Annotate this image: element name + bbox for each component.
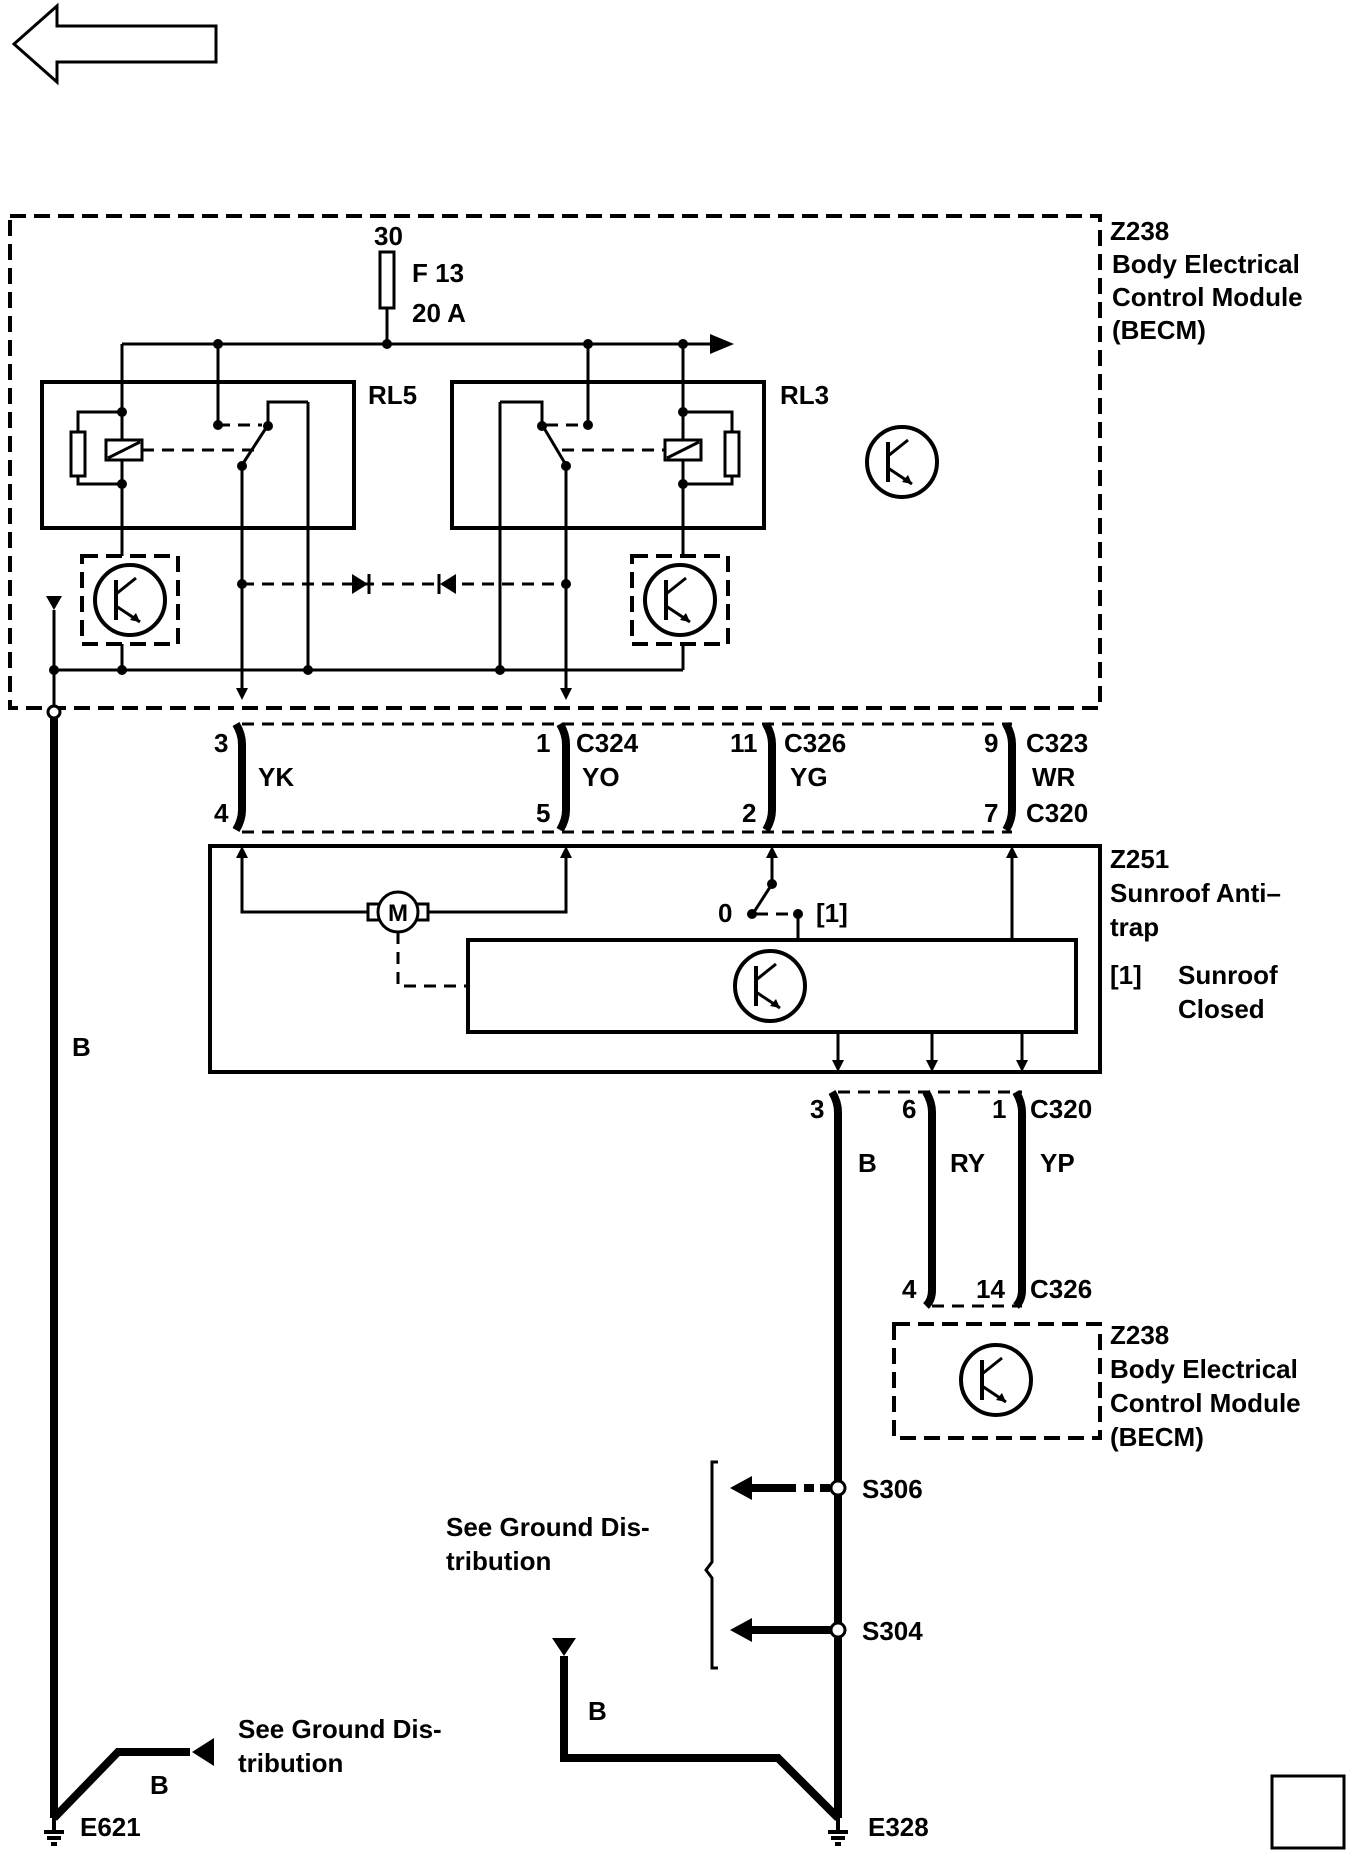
ground-e328-icon xyxy=(826,1816,850,1846)
becm-top-name-line3: (BECM) xyxy=(1112,315,1206,345)
conn-d-pin-top: 9 xyxy=(984,728,998,758)
diode-left-icon xyxy=(352,574,371,594)
splice-s304-label: S304 xyxy=(862,1616,923,1646)
conn-c320-bottom-label: C320 xyxy=(1030,1094,1092,1124)
antitrap-transistor-icon xyxy=(733,949,807,1023)
relay-rl5-label: RL5 xyxy=(368,380,417,410)
note-line2: Closed xyxy=(1178,994,1265,1024)
conn-bottom-pin-14: 14 xyxy=(976,1274,1005,1304)
antitrap-module-box xyxy=(208,844,1102,1074)
conn-c323-label: C323 xyxy=(1026,728,1088,758)
conn-bottom-pin-6: 6 xyxy=(902,1094,916,1124)
becm-bottom-code: Z238 xyxy=(1110,1320,1169,1350)
fuse-name: F 13 xyxy=(412,258,464,288)
diode-right-icon xyxy=(437,574,456,594)
right-ground-branch-arrow-icon xyxy=(552,1638,576,1656)
conn-bottom-pin-1: 1 xyxy=(992,1094,1006,1124)
becm-bottom-name-line3: (BECM) xyxy=(1110,1422,1204,1452)
splice-s306-node xyxy=(829,1479,847,1497)
becm-top-module-box xyxy=(8,214,1102,710)
fuse-icon xyxy=(378,250,396,310)
rl3-driver-box xyxy=(630,554,730,646)
antitrap-name-line1: Sunroof Anti– xyxy=(1110,878,1281,908)
conn-d-pin-bottom: 7 xyxy=(984,798,998,828)
left-wire-label: B xyxy=(72,1032,91,1062)
back-arrow-icon[interactable] xyxy=(11,2,218,86)
rl3-driver-transistor-icon xyxy=(643,563,717,637)
splice-s304-node xyxy=(829,1621,847,1639)
wire-yk-label: YK xyxy=(258,762,294,792)
conn-bottom-pin-3: 3 xyxy=(810,1094,824,1124)
becm-bottom-name-line1: Body Electrical xyxy=(1110,1354,1298,1384)
relay-rl3-box xyxy=(450,380,766,530)
rl3-resistor-icon xyxy=(723,430,741,478)
conn-c326-bottom-label: C326 xyxy=(1030,1274,1092,1304)
conn-c320-top-label: C320 xyxy=(1026,798,1088,828)
splice-s306-arrow-icon xyxy=(730,1476,752,1500)
becm-top-code: Z238 xyxy=(1110,216,1169,246)
wire-yp-label: YP xyxy=(1040,1148,1075,1178)
left-branch-wire-label: B xyxy=(150,1770,169,1800)
conn-a-pin-top: 3 xyxy=(214,728,228,758)
splice-s304-arrow-icon xyxy=(730,1618,752,1642)
wire-ry-label: RY xyxy=(950,1148,985,1178)
motor-icon: M xyxy=(366,890,430,934)
left-ground-dist-arrow-icon xyxy=(192,1738,214,1766)
ground-e328-label: E328 xyxy=(868,1812,929,1842)
bus-continuation-arrow-icon xyxy=(710,334,734,354)
relay-rl3-label: RL3 xyxy=(780,380,829,410)
right-branch-wire-label: B xyxy=(588,1696,607,1726)
wire-yg-label: YG xyxy=(790,762,828,792)
conn-b-pin-bottom: 5 xyxy=(536,798,550,828)
wire-wr-label: WR xyxy=(1032,762,1076,792)
right-ground-note-line1: See Ground Dis- xyxy=(446,1512,650,1542)
splice-s306-label: S306 xyxy=(862,1474,923,1504)
conn-b-pin-top: 1 xyxy=(536,728,550,758)
page-corner-box[interactable] xyxy=(1270,1774,1346,1850)
switch-pos0: 0 xyxy=(718,898,732,928)
fuse-supply-label: 30 xyxy=(374,221,403,251)
becm-bottom-module-box xyxy=(892,1322,1102,1440)
rl5-resistor-icon xyxy=(69,430,87,478)
antitrap-name-line2: trap xyxy=(1110,912,1159,942)
note-line1: Sunroof xyxy=(1178,960,1278,990)
conn-c-pin-top: 11 xyxy=(730,728,758,758)
ground-e621-label: E621 xyxy=(80,1812,141,1842)
wire-b-label: B xyxy=(858,1148,877,1178)
right-ground-note-line2: tribution xyxy=(446,1546,551,1576)
conn-a-pin-bottom: 4 xyxy=(214,798,229,828)
ground-e621-icon xyxy=(42,1816,66,1846)
note-ref: [1] xyxy=(1110,960,1142,990)
wire-yo-label: YO xyxy=(582,762,620,792)
rl5-driver-box xyxy=(80,554,180,646)
switch-pos1: [1] xyxy=(816,898,848,928)
conn-c324-label: C324 xyxy=(576,728,639,758)
left-ground-note-line1: See Ground Dis- xyxy=(238,1714,442,1744)
conn-bottom-pin-4: 4 xyxy=(902,1274,917,1304)
relay-rl5-box xyxy=(40,380,356,530)
left-ground-note-line2: tribution xyxy=(238,1748,343,1778)
antitrap-code: Z251 xyxy=(1110,844,1169,874)
becm-top-name-line2: Control Module xyxy=(1112,282,1303,312)
becm-ground-arrow-icon xyxy=(46,596,62,610)
conn-c-pin-bottom: 2 xyxy=(742,798,756,828)
motor-label: M xyxy=(388,900,408,927)
becm-ground-node xyxy=(46,704,62,720)
becm-bottom-transistor-icon xyxy=(959,1343,1033,1417)
antitrap-control-block xyxy=(466,938,1078,1034)
fuse-rating: 20 A xyxy=(412,298,466,328)
rl5-driver-transistor-icon xyxy=(93,563,167,637)
becm-top-transistor-icon xyxy=(865,425,939,499)
becm-top-name-line1: Body Electrical xyxy=(1112,249,1300,279)
conn-c326-label: C326 xyxy=(784,728,846,758)
becm-bottom-name-line2: Control Module xyxy=(1110,1388,1301,1418)
